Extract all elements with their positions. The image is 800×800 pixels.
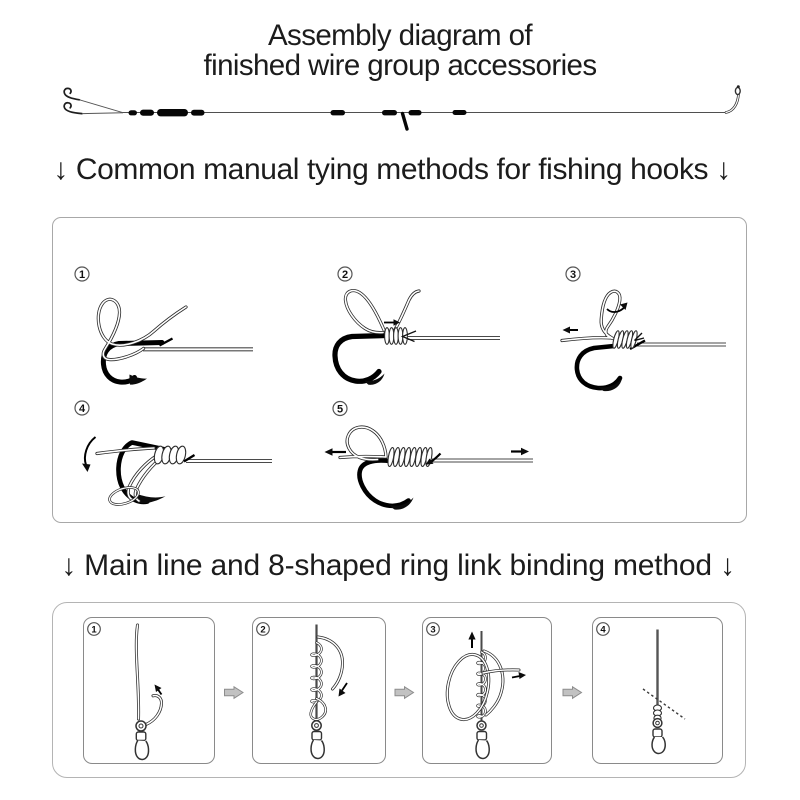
svg-text:3: 3 (570, 269, 576, 281)
svg-text:1: 1 (79, 269, 85, 281)
svg-text:1: 1 (91, 625, 97, 636)
svg-text:2: 2 (260, 625, 265, 636)
svg-text:4: 4 (79, 403, 86, 415)
svg-text:5: 5 (337, 404, 343, 416)
svg-text:4: 4 (600, 625, 606, 636)
svg-text:3: 3 (430, 625, 435, 636)
svg-text:2: 2 (342, 269, 348, 281)
